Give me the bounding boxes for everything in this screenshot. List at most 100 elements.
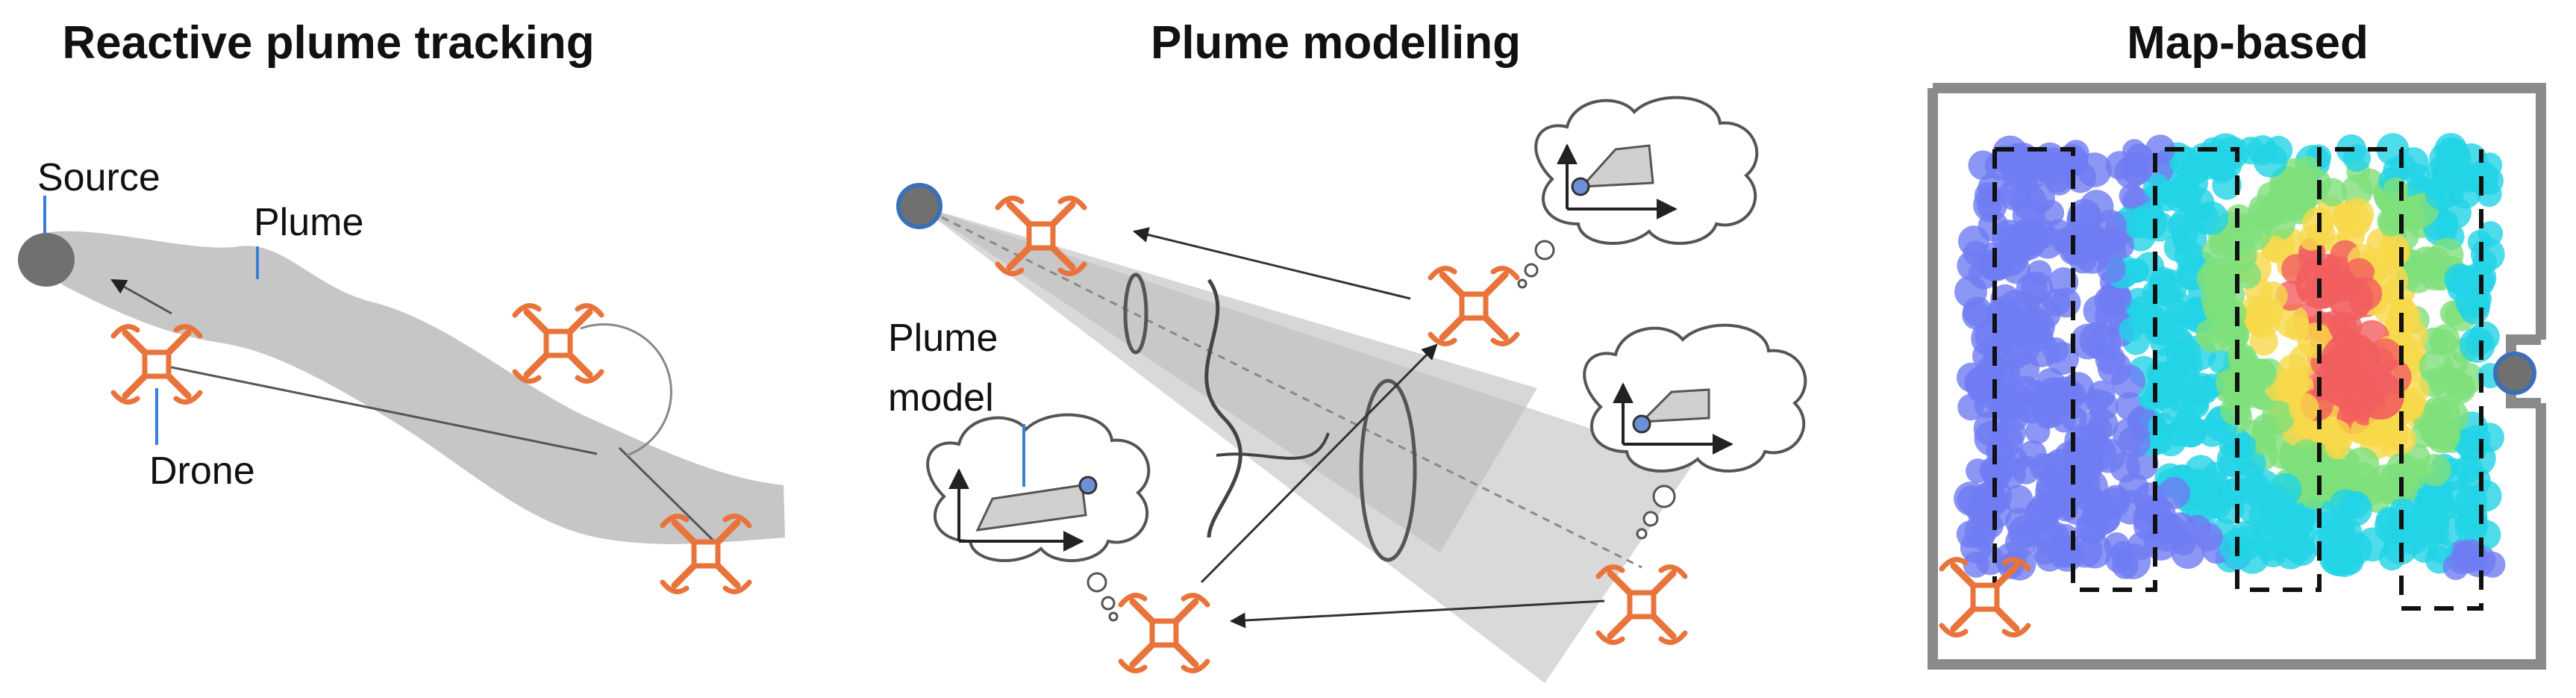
heatmap-point <box>2201 281 2236 317</box>
heatmap-point <box>2222 321 2250 349</box>
plume-cross-section <box>1123 272 1148 355</box>
plume-label: Plume <box>254 201 363 244</box>
heatmap-point <box>2248 358 2275 386</box>
heatmap-point <box>2011 455 2040 484</box>
heatmap-point <box>2278 354 2308 385</box>
heatmap-point <box>2197 417 2228 447</box>
heatmap-point <box>2119 183 2145 209</box>
heatmap-point <box>2454 539 2487 573</box>
heatmap-point <box>1966 458 1991 484</box>
heatmap-point <box>2378 544 2405 571</box>
heatmap-point <box>2097 254 2126 284</box>
heatmap-hotspot <box>2328 276 2373 321</box>
heatmap-point <box>2299 482 2328 509</box>
heatmap-point <box>1978 254 2003 279</box>
heatmap-point <box>2013 217 2042 247</box>
heatmap-point <box>2027 260 2052 285</box>
heatmap-point <box>2143 526 2178 561</box>
heatmap-point <box>1978 513 2004 539</box>
heatmap-point <box>2219 530 2251 563</box>
heatmap-point <box>2111 364 2146 399</box>
heatmap-point <box>2205 493 2231 520</box>
heatmap-point <box>2421 418 2447 444</box>
heatmap-point <box>2425 178 2458 211</box>
heatmap-point <box>2378 463 2415 499</box>
panel-map-based: Map-based <box>1928 17 2546 670</box>
heatmap-point <box>2143 496 2172 524</box>
drone-label: Drone <box>149 449 255 493</box>
coordinate-axes-icon <box>1613 382 1734 455</box>
heatmap-point <box>2325 434 2350 460</box>
source-icon <box>18 233 75 287</box>
heatmap-point <box>2145 134 2175 165</box>
heatmap-point <box>2138 384 2163 411</box>
heatmap-point <box>2336 202 2372 239</box>
heatmap-point <box>2466 293 2491 318</box>
heatmap-point <box>2133 206 2168 240</box>
heatmap-point <box>2037 377 2069 409</box>
heatmap-point <box>1968 150 1998 181</box>
heatmap-point <box>2288 537 2317 567</box>
heatmap-point <box>2108 232 2135 259</box>
heatmap-point <box>2025 419 2051 444</box>
heatmap-point <box>2404 163 2430 189</box>
drone-icon <box>1598 567 1685 643</box>
heatmap-point <box>2114 155 2148 189</box>
heatmap-point <box>2011 184 2048 221</box>
panel-title: Reactive plume tracking <box>62 17 594 69</box>
heatmap-point <box>2166 341 2195 371</box>
concentration-profile <box>1204 278 1242 538</box>
drone-path <box>110 278 718 545</box>
coordinate-axes-icon <box>948 468 1084 552</box>
heatmap-point <box>2329 489 2361 520</box>
concentration-profile <box>1216 432 1330 460</box>
source-label: Source <box>37 156 160 199</box>
heatmap-point <box>2295 156 2320 181</box>
source-icon <box>2493 352 2536 395</box>
source-icon <box>896 183 942 229</box>
heatmap-point <box>1998 290 2033 324</box>
heatmap-point <box>2077 152 2112 187</box>
heatmap-hotspot <box>2357 372 2404 420</box>
drone-icon <box>515 306 601 381</box>
heatmap-point <box>2194 523 2223 552</box>
heatmap-point <box>1963 296 1992 327</box>
drone-icon <box>1121 596 1207 671</box>
heatmap-point <box>2447 276 2472 302</box>
panel-reactive-plume-tracking: Reactive plume tracking Source Plume Dro… <box>18 17 785 592</box>
heatmap-point <box>2434 133 2468 166</box>
heatmap-hotspot <box>2321 362 2366 407</box>
heatmap-point <box>2082 229 2114 261</box>
heatmap-point <box>2215 136 2249 170</box>
measurement-arrows <box>1132 227 1605 629</box>
heatmap-point <box>2148 412 2176 440</box>
heatmap-point <box>2414 496 2441 523</box>
heatmap-point <box>2196 319 2222 346</box>
panel-title: Plume modelling <box>1151 17 1521 69</box>
thought-bubble-icon <box>1517 96 1759 289</box>
heatmap-point <box>2477 221 2504 246</box>
heatmap-point <box>2036 469 2071 504</box>
heatmap-point <box>2052 408 2076 433</box>
heatmap-point <box>2029 151 2060 182</box>
heatmap-point <box>2253 143 2288 178</box>
heatmap-point <box>2337 548 2364 575</box>
heatmap-point <box>1971 321 2006 356</box>
heatmap-point <box>2425 520 2450 545</box>
heatmap-point <box>2112 418 2146 452</box>
plume-model-label-line1: Plume <box>888 317 998 360</box>
concentration-heatmap <box>1954 133 2506 581</box>
heatmap-point <box>2398 201 2426 229</box>
heatmap-point <box>2164 299 2194 329</box>
heatmap-point <box>2428 365 2463 399</box>
heatmap-point <box>2151 181 2182 212</box>
heatmap-point <box>2067 199 2102 233</box>
heatmap-point <box>2216 368 2245 399</box>
heatmap-point <box>2212 170 2242 200</box>
thought-bubble-icon <box>926 413 1151 622</box>
heatmap-point <box>2465 328 2492 357</box>
heatmap-point <box>2134 252 2165 282</box>
plume-cross-section <box>1359 378 1417 562</box>
heatmap-point <box>2267 181 2302 216</box>
